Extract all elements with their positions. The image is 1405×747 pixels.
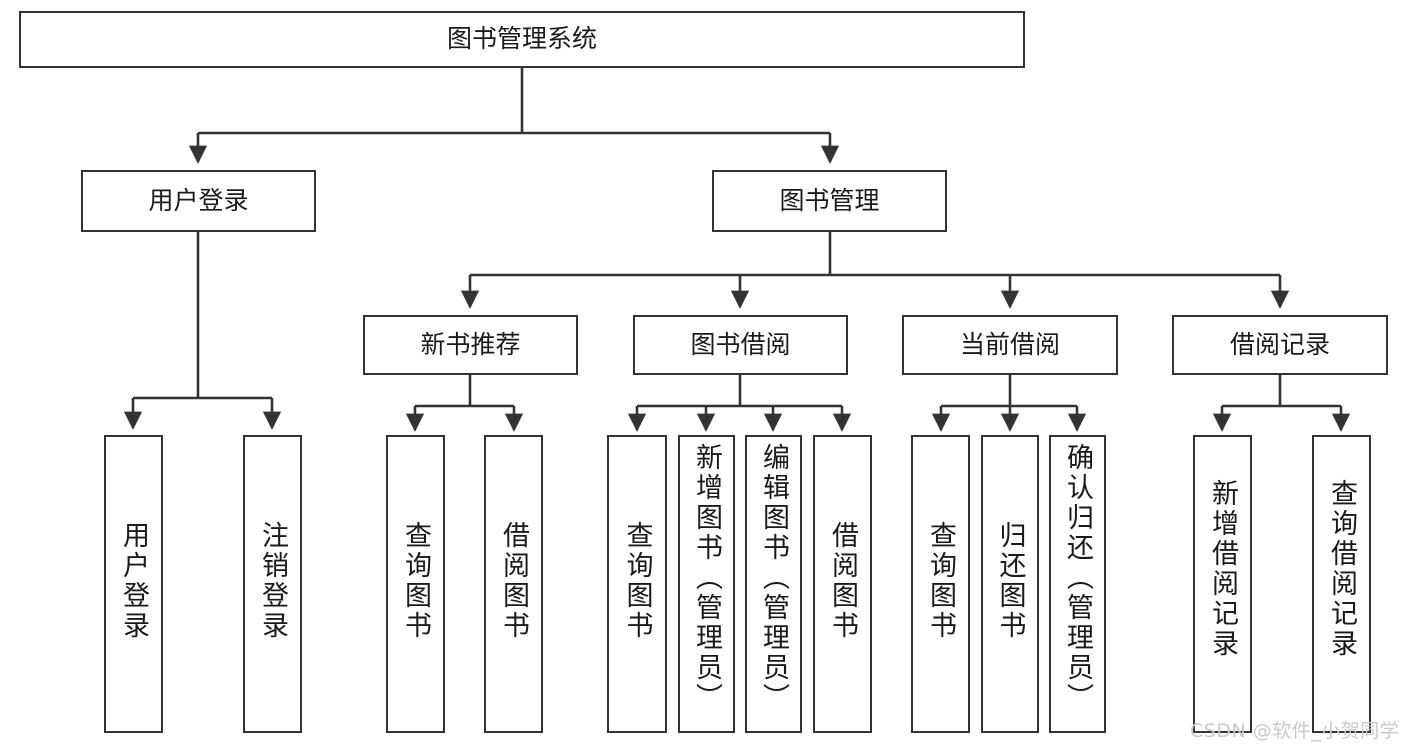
leaf-query-book-2-label: 查询图书 [621,521,653,641]
leaf-borrow-book-1-label: 借阅图书 [498,521,529,641]
node-root-label: 图书管理系统 [446,24,597,54]
node-new-book-recommend-label: 新书推荐 [420,329,521,359]
node-root[interactable]: 图书管理系统 [19,11,1025,68]
leaf-query-book-2[interactable]: 查询图书 [607,435,667,733]
leaf-query-book-3[interactable]: 查询图书 [911,435,970,733]
leaf-query-book-3-label: 查询图书 [925,521,956,641]
leaf-confirm-return[interactable]: 确认归还（管理员） [1049,435,1106,733]
leaf-user-login[interactable]: 用户登录 [104,435,163,733]
leaf-return-book-label: 归还图书 [994,521,1026,641]
leaf-add-record-label: 新增借阅记录 [1207,479,1238,659]
leaf-return-book[interactable]: 归还图书 [981,435,1039,733]
leaf-add-record[interactable]: 新增借阅记录 [1193,435,1252,733]
leaf-logout-login-label: 注销登录 [257,521,288,641]
leaf-add-book-label: 新增图书（管理员） [691,443,722,713]
leaf-borrow-book-2[interactable]: 借阅图书 [813,435,872,733]
leaf-confirm-return-label: 确认归还（管理员） [1062,443,1093,713]
leaf-query-book-1[interactable]: 查询图书 [386,435,445,733]
node-user-login-label: 用户登录 [148,185,249,215]
leaf-query-record-label: 查询借阅记录 [1326,479,1357,659]
node-book-management-label: 图书管理 [779,185,880,215]
leaf-edit-book-label: 编辑图书（管理员） [758,443,789,713]
leaf-edit-book[interactable]: 编辑图书（管理员） [745,435,802,733]
leaf-user-login-label: 用户登录 [118,521,149,641]
node-borrow-record-label: 借阅记录 [1229,329,1330,359]
node-borrow-record[interactable]: 借阅记录 [1172,315,1388,375]
csdn-watermark: CSDN @软件_小贺同学 [1190,720,1400,742]
node-current-borrow[interactable]: 当前借阅 [902,315,1118,375]
leaf-query-book-1-label: 查询图书 [400,521,431,641]
leaf-query-record[interactable]: 查询借阅记录 [1312,435,1371,733]
node-user-login[interactable]: 用户登录 [81,170,316,232]
leaf-logout-login[interactable]: 注销登录 [243,435,302,733]
node-book-borrow-label: 图书借阅 [690,329,791,359]
leaf-add-book[interactable]: 新增图书（管理员） [678,435,735,733]
node-book-management[interactable]: 图书管理 [712,170,947,232]
leaf-borrow-book-1[interactable]: 借阅图书 [484,435,543,733]
leaf-borrow-book-2-label: 借阅图书 [827,521,858,641]
node-new-book-recommend[interactable]: 新书推荐 [363,315,578,375]
node-book-borrow[interactable]: 图书借阅 [633,315,848,375]
node-current-borrow-label: 当前借阅 [959,329,1060,359]
